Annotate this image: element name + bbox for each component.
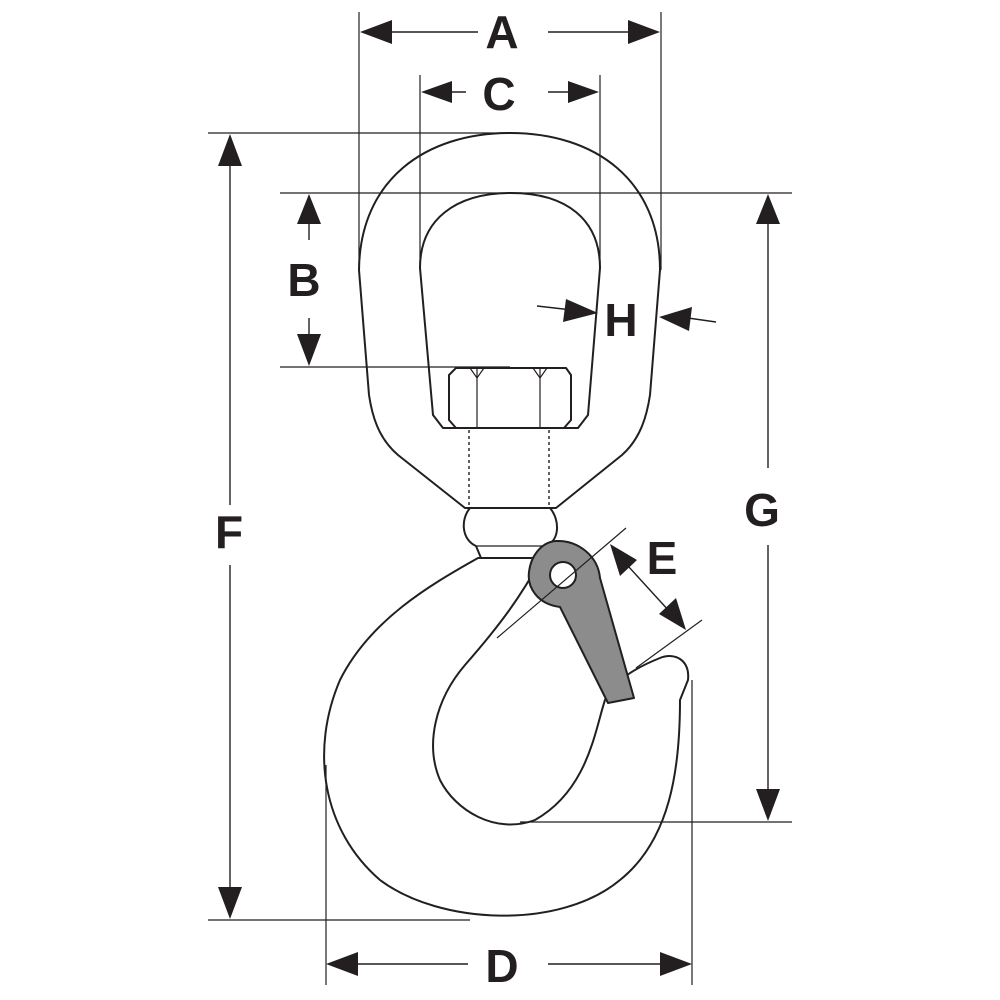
- dimension-f-arrow: [218, 887, 242, 919]
- dimension-e-label: E: [647, 532, 678, 584]
- dimension-e-line: [627, 565, 671, 613]
- dimension-a-label: A: [485, 6, 518, 58]
- extension-line: [635, 619, 703, 669]
- dimension-e-arrow: [610, 544, 637, 576]
- dimension-a-arrow: [360, 20, 392, 44]
- dimension-b-arrow: [297, 334, 321, 366]
- dimension-h-arrow: [659, 307, 692, 331]
- dimension-c-label: C: [482, 68, 515, 120]
- dimension-f-label: F: [215, 506, 243, 558]
- dimension-d-arrow: [326, 952, 358, 976]
- dimension-g-label: G: [744, 484, 780, 536]
- hex-nut-chamfer: [532, 367, 548, 380]
- hook-body: [323, 555, 690, 917]
- extension-line: [496, 527, 627, 639]
- latch-pivot-hole: [549, 561, 577, 589]
- dimension-f-arrow: [218, 134, 242, 166]
- dimension-g-arrow: [756, 194, 780, 224]
- dimension-d-arrow: [660, 952, 692, 976]
- hex-nut: [448, 367, 572, 429]
- dimension-b-arrow: [297, 194, 321, 224]
- dimension-h-label: H: [604, 294, 637, 346]
- dimension-b-label: B: [287, 254, 320, 306]
- dimension-h-line: [687, 317, 717, 323]
- dimension-a-arrow: [628, 20, 660, 44]
- dimension-e-arrow: [659, 598, 686, 630]
- hex-nut-chamfer: [469, 367, 485, 380]
- dimension-h-arrow: [563, 299, 598, 322]
- dimension-g-arrow: [756, 789, 780, 821]
- dimension-c-arrow: [568, 81, 599, 103]
- dimension-c-arrow: [421, 81, 452, 103]
- dimension-d-label: D: [485, 940, 518, 992]
